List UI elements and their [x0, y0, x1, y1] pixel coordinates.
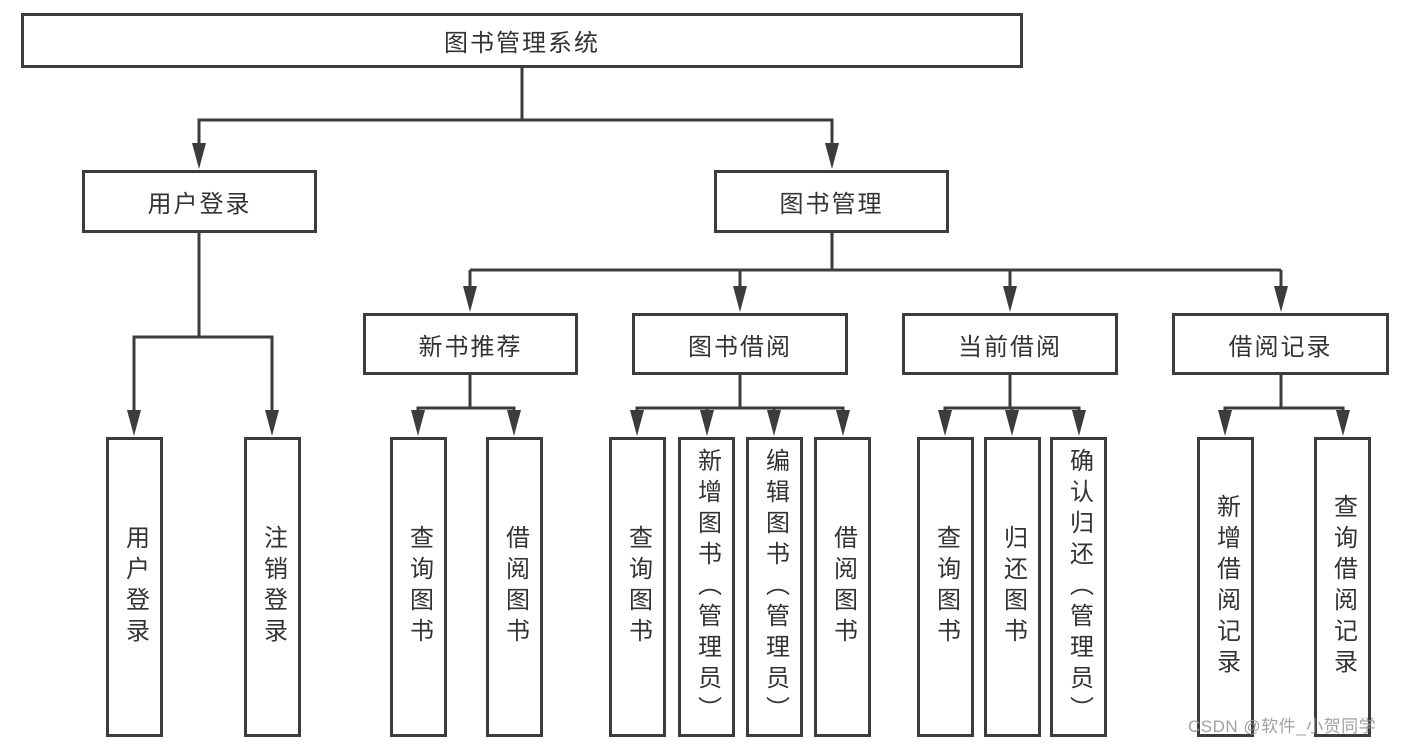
leaf-user-login: 用户登录 — [106, 437, 163, 737]
leaf-current-confirm-admin-label: 确认归还（管理员） — [1065, 447, 1093, 727]
leaf-current-confirm-admin: 确认归还（管理员） — [1050, 437, 1107, 737]
node-root-label: 图书管理系统 — [444, 30, 600, 57]
leaf-newbooks-query: 查询图书 — [390, 437, 447, 737]
leaf-records-add: 新增借阅记录 — [1197, 437, 1254, 737]
node-borrow-records: 借阅记录 — [1172, 313, 1389, 375]
leaf-user-login-label: 用户登录 — [121, 525, 149, 649]
leaf-logout: 注销登录 — [244, 437, 301, 737]
node-user-login-label: 用户登录 — [147, 191, 252, 218]
node-book-management: 图书管理 — [714, 170, 949, 233]
leaf-borrow-borrow: 借阅图书 — [814, 437, 871, 737]
leaf-borrow-edit-admin-label: 编辑图书（管理员） — [761, 447, 789, 727]
leaf-borrow-query-label: 查询图书 — [624, 525, 652, 649]
node-root: 图书管理系统 — [21, 13, 1023, 68]
leaf-logout-label: 注销登录 — [259, 525, 287, 649]
leaf-current-return: 归还图书 — [984, 437, 1041, 737]
node-book-borrow: 图书借阅 — [632, 313, 848, 375]
node-new-book-recommend-label: 新书推荐 — [418, 333, 523, 361]
leaf-records-query: 查询借阅记录 — [1314, 437, 1371, 737]
leaf-borrow-add-admin: 新增图书（管理员） — [678, 437, 735, 737]
leaf-records-query-label: 查询借阅记录 — [1329, 494, 1357, 680]
connector-currentborrow-to-leaves — [938, 375, 1086, 436]
node-borrow-records-label: 借阅记录 — [1228, 333, 1333, 361]
leaf-current-query-label: 查询图书 — [932, 525, 960, 649]
connector-borrowrecords-to-leaves — [1218, 375, 1350, 436]
leaf-borrow-edit-admin: 编辑图书（管理员） — [746, 437, 803, 737]
node-current-borrow-label: 当前借阅 — [958, 333, 1062, 361]
csdn-watermark: CSDN @软件_小贺同学 — [1188, 717, 1377, 736]
connector-bookborrow-to-leaves — [630, 375, 850, 436]
node-book-management-label: 图书管理 — [779, 191, 884, 218]
connector-bookmgmt-to-level3 — [463, 233, 1288, 312]
leaf-newbooks-borrow: 借阅图书 — [486, 437, 543, 737]
connector-userlogin-to-leaves — [127, 233, 279, 436]
connector-newbooks-to-leaves — [411, 375, 521, 436]
leaf-borrow-add-admin-label: 新增图书（管理员） — [693, 447, 721, 727]
leaf-current-return-label: 归还图书 — [999, 525, 1027, 649]
leaf-newbooks-query-label: 查询图书 — [405, 525, 433, 649]
leaf-borrow-borrow-label: 借阅图书 — [829, 525, 857, 649]
node-current-borrow: 当前借阅 — [902, 313, 1118, 375]
leaf-borrow-query: 查询图书 — [609, 437, 666, 737]
leaf-records-add-label: 新增借阅记录 — [1212, 494, 1240, 680]
connector-root-to-level2 — [192, 68, 839, 169]
leaf-current-query: 查询图书 — [917, 437, 974, 737]
node-book-borrow-label: 图书借阅 — [688, 333, 792, 361]
node-new-book-recommend: 新书推荐 — [363, 313, 578, 375]
node-user-login: 用户登录 — [82, 170, 317, 233]
leaf-newbooks-borrow-label: 借阅图书 — [501, 525, 529, 649]
